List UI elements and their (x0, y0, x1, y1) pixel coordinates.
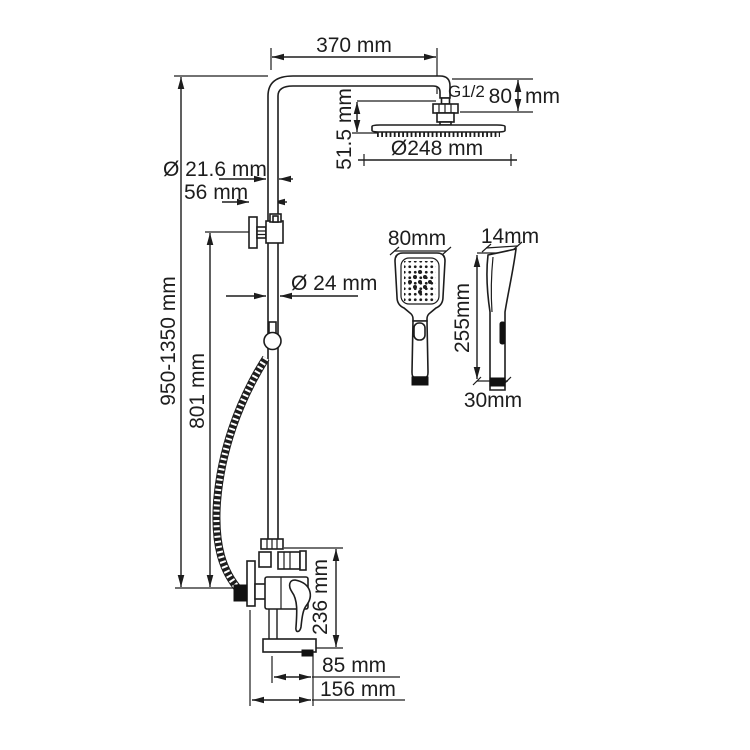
bracket-clamp (265, 220, 284, 244)
label-total-reach: 156 mm (320, 678, 396, 701)
bracket-clamp-notch (272, 215, 279, 223)
label-handshower-thickness: 14mm (481, 225, 539, 248)
handshower-side-button (499, 321, 506, 345)
handshower-front-view (394, 252, 446, 386)
bracket-arm (256, 226, 267, 239)
label-handshower-width: 80mm (388, 227, 446, 250)
handshower-front-inlet (411, 376, 429, 386)
shower-column (267, 75, 506, 541)
mixer-lever-handle (288, 579, 312, 633)
top-outlet-cap (299, 550, 307, 571)
rain-shower-head (371, 124, 506, 133)
label-upper-pipe-diameter: Ø 21.6 mm (163, 158, 267, 181)
label-wall-clearance: 56 mm (184, 181, 248, 204)
label-mixer-height: 236 mm (309, 559, 332, 635)
holder-knob (263, 331, 282, 351)
head-connector-stem (436, 112, 455, 123)
mixer-top-outlet (277, 551, 301, 570)
handshower-holder (263, 321, 282, 351)
mixer-faucet (233, 538, 317, 657)
holder-pin (268, 321, 277, 334)
label-head-drop: 51.5 mm (333, 88, 356, 170)
handshower-side-view (486, 247, 517, 391)
label-handshower-depth: 30mm (464, 389, 522, 412)
label-lower-pipe-diameter: Ø 24 mm (291, 272, 377, 295)
nut-hatch (438, 104, 452, 113)
label-handshower-length: 255mm (451, 283, 474, 353)
handshower-side-inlet (489, 377, 506, 387)
mixer-elbow (258, 551, 272, 568)
riser-pipe-and-arm (267, 75, 451, 541)
union-nut-hatch (266, 539, 278, 549)
label-column-lower-height: 801 mm (186, 353, 209, 429)
spout-aerator (301, 649, 314, 657)
label-head-diameter: Ø248 mm (391, 137, 483, 160)
handshower-center-jets (408, 270, 432, 294)
label-arm-length: 370 mm (316, 34, 392, 57)
label-head-offset-unit: mm (525, 85, 560, 108)
extension-lines (174, 48, 533, 706)
label-spout-reach: 85 mm (322, 654, 386, 677)
wall-bracket (248, 213, 284, 249)
dimension-labels: 370 mm G1/2 80 mm 51.5 mm Ø248 mm Ø 21.6… (157, 34, 560, 701)
dimension-lines (177, 53, 522, 704)
hose-coil-texture (213, 356, 269, 593)
top-outlet-lines (283, 552, 291, 569)
shower-hose (212, 355, 270, 594)
hose-outlet-block (233, 584, 248, 602)
handshower-side-outline (486, 247, 517, 391)
label-column-height-range: 950-1350 mm (157, 276, 180, 406)
spout (262, 638, 317, 653)
handshower-side-face-line (490, 256, 494, 313)
mixer-wall-plate (246, 560, 256, 607)
spout-stem (268, 609, 278, 639)
bracket-arm-lines (257, 230, 266, 236)
label-head-offset-value: 80 (489, 85, 512, 108)
handshower-front-face (400, 257, 440, 305)
handshower-mode-button (413, 322, 426, 341)
bracket-wall-plate (248, 216, 258, 249)
label-thread-type: G1/2 (448, 82, 485, 101)
